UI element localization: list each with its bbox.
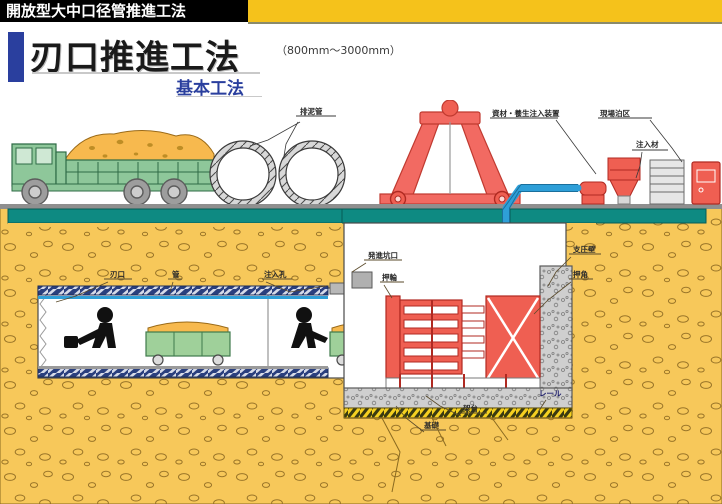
title-underline-rule (32, 72, 260, 74)
label-text: 発進坑口 (367, 250, 398, 260)
header-banner-black: 開放型大中口径管推進工法 (0, 0, 248, 22)
label-text: 資材・養生注入装置 (492, 108, 560, 118)
annotation-kyouseidai: 架台 (425, 395, 487, 417)
subtitle-underline-rule (176, 96, 262, 97)
annotation-shikoukan: 支圧壁 (547, 244, 601, 287)
soil-crack-lines (381, 417, 509, 493)
worker-figure (64, 307, 116, 348)
label-text: 刃口 (110, 270, 125, 279)
label-text: 架台 (462, 403, 478, 413)
label-text: 支圧壁 (572, 244, 596, 254)
annotation-chunyuuzai: 注入材 (632, 139, 668, 179)
dump-truck (11, 130, 221, 206)
annotation-kuchi: 刃口 (55, 270, 132, 303)
header-accent-gold-bar (248, 0, 722, 24)
label-text: 注入孔 (264, 269, 287, 279)
annotation-rail: レール (537, 389, 562, 413)
muck-cart (145, 321, 231, 366)
label-text: 押輪 (382, 272, 397, 282)
annotation-shizai: 資材・養生注入装置 (490, 108, 597, 175)
label-text: 排泥管 (300, 106, 323, 116)
pipe-size-range: （800mm～3000mm） (276, 44, 401, 57)
hydraulic-jack-assembly (385, 295, 541, 389)
hazard-striped-rail-base (343, 407, 573, 419)
page-title: 刃口推進工法 (30, 38, 240, 78)
annotation-haisuikan: 排泥管 (249, 106, 336, 157)
pump-unit (579, 181, 607, 205)
thrust-push-ring (385, 295, 401, 379)
shaft-entrance-collar (351, 271, 373, 289)
label-text: 押角 (573, 269, 588, 279)
title-accent-bar (8, 32, 24, 82)
work-platform-beam (0, 204, 722, 227)
label-text: 現場泊区 (600, 108, 630, 118)
annotation-shinrin: 押輪 (380, 272, 404, 299)
annotation-hakidashi: 発進坑口 (351, 250, 402, 273)
label-text: 基礎 (423, 420, 439, 430)
grout-mixer-hopper (607, 157, 641, 205)
annotation-oshikaku: 押角 (533, 269, 593, 315)
label-text: レール (539, 389, 562, 398)
annotation-genba: 現場泊区 (598, 108, 683, 163)
foundation-slab (343, 387, 573, 419)
label-text: 注入材 (636, 139, 659, 149)
header-banner-title: 開放型大中口径管推進工法 (6, 2, 187, 20)
label-text: 管 (172, 269, 180, 279)
subtitle-basic-method: 基本工法 (176, 74, 244, 102)
annotation-kiso: 基礎 (395, 405, 446, 433)
gantry-crane (379, 100, 521, 253)
diagram-canvas: 排泥管 資材・養生注入装置 現場泊区 注入材 刃口 (0, 100, 722, 504)
worker-figure (291, 307, 328, 348)
header-bar: 開放型大中口径管推進工法 (0, 0, 722, 24)
annotation-hai: 管 (168, 269, 182, 293)
annotation-chunyuu: 注入孔 (262, 269, 327, 293)
material-plate-stack (649, 159, 685, 205)
stockpiled-pipes (209, 140, 346, 208)
control-cabinet (691, 161, 721, 205)
